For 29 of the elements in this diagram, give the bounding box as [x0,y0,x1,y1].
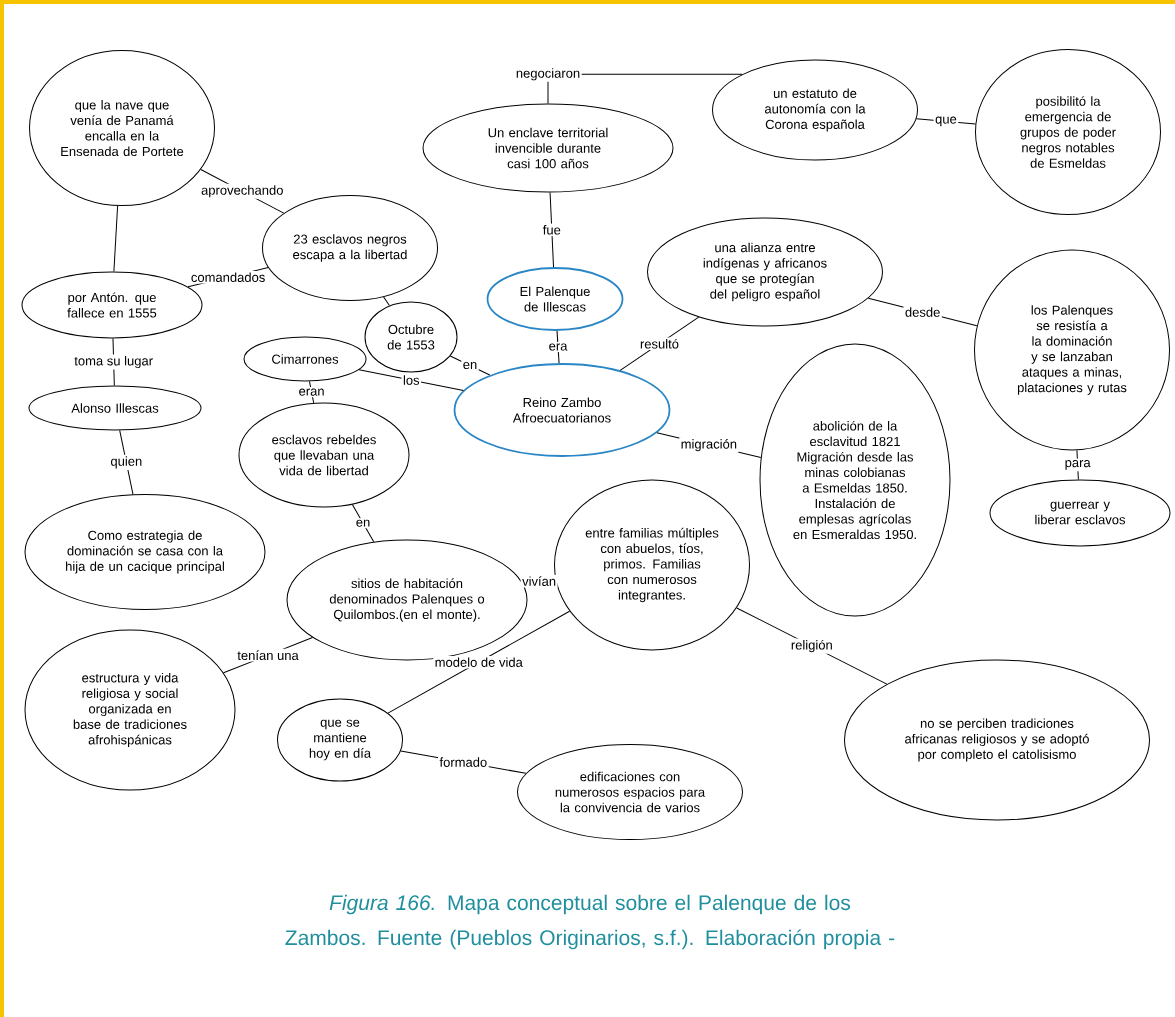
link-label: toma su lugar [72,354,155,370]
connector-line [556,330,560,364]
link-label: para [1063,458,1093,472]
link-label: vivían [520,574,558,588]
connector-line [113,205,119,272]
connector-line [549,192,555,268]
connector-line [358,369,464,391]
link-label: religión [789,638,835,654]
link-label: fue [541,223,563,237]
link-label: quien [108,454,144,470]
link-label: los [401,373,422,387]
link-label: en [461,360,479,371]
link-label: tenían una [235,648,301,662]
connector-line [387,610,571,714]
link-label: migración [679,437,739,453]
link-label: negociaron [514,66,582,82]
link-label: comandados [189,270,267,284]
link-label: eran [297,387,327,398]
figure-caption: Figura 166. Mapa conceptual sobre el Palenque de los Zambos. Fuente (Pueblos Originarios, s.f.). Elaboración propia - [285,894,895,950]
link-label: que [933,115,959,128]
link-label: modelo de vida [433,655,525,669]
connector-line [383,296,390,307]
link-label: aprovechando [199,183,285,199]
link-label: desde [903,305,942,319]
link-label: resultó [638,337,681,351]
connector-line [351,504,375,543]
link-label: era [547,341,569,353]
link-label: en [354,518,372,529]
link-label: formado [438,755,489,769]
